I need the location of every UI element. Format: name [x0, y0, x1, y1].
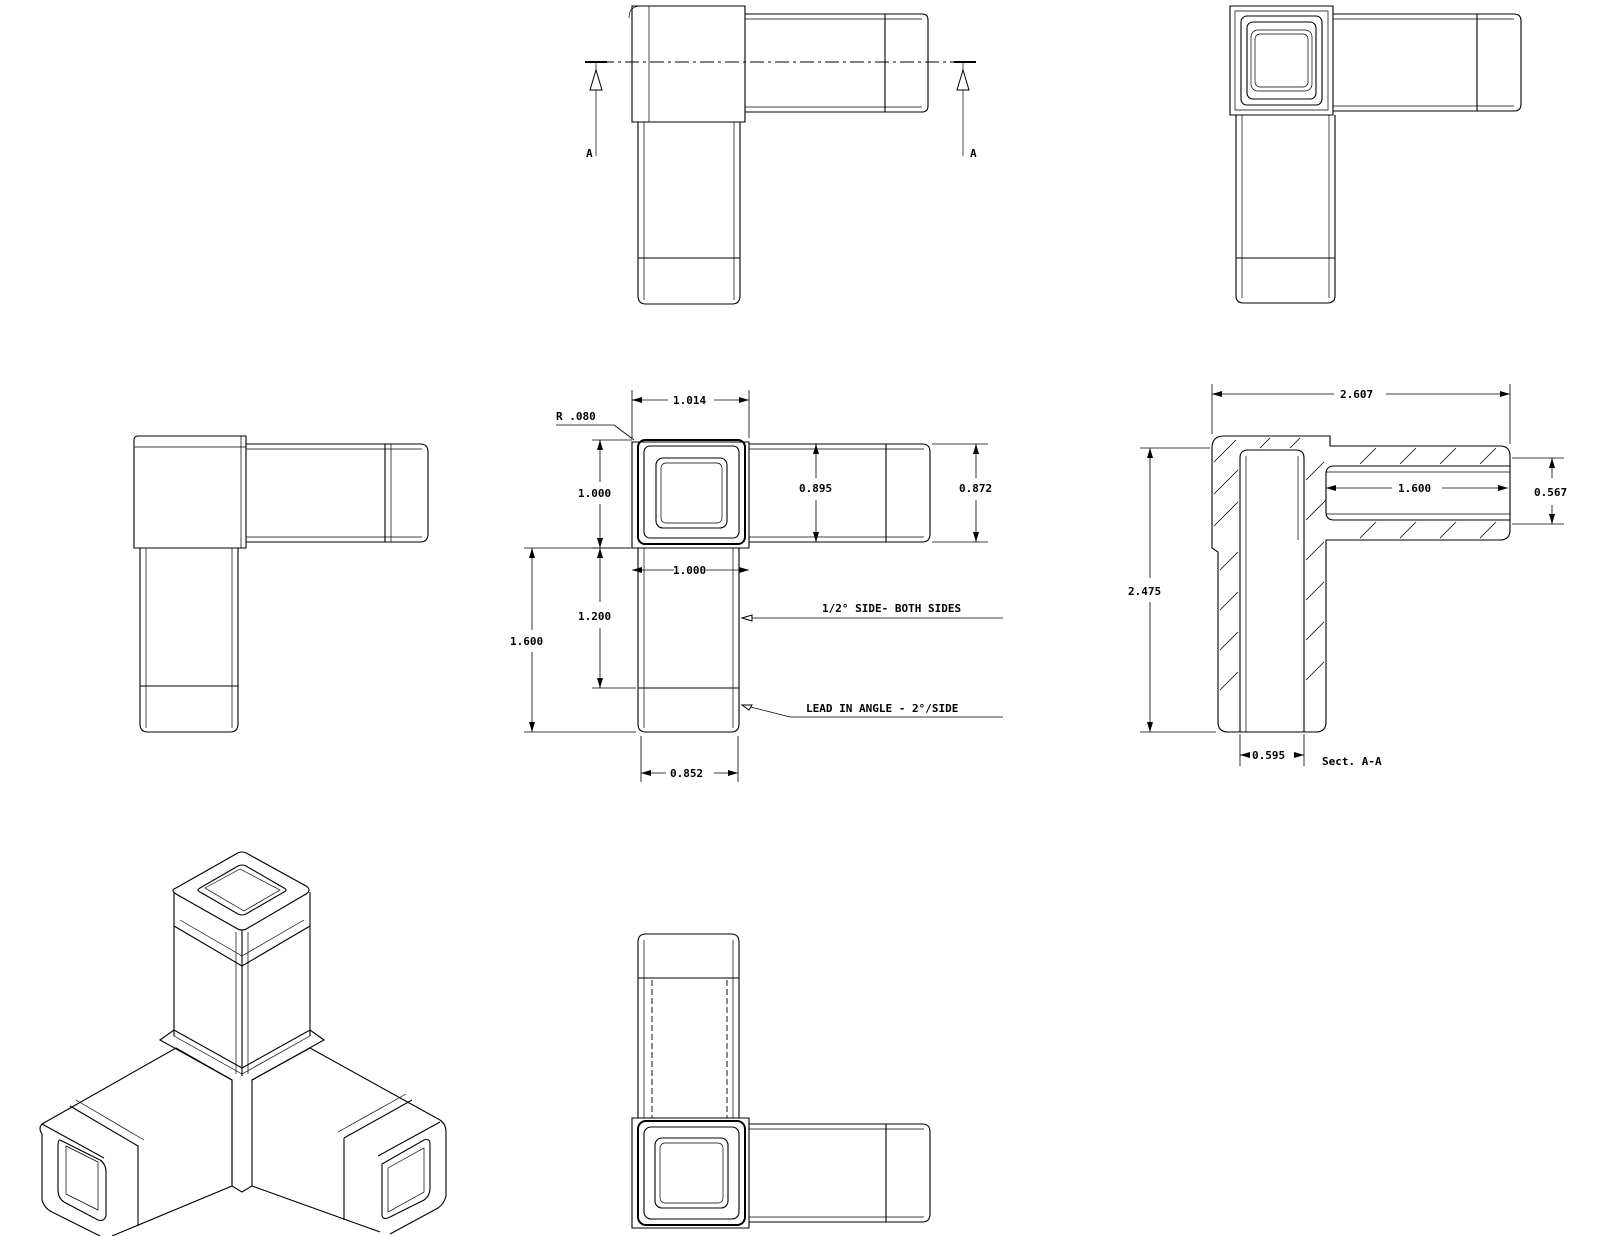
dim-section-wall: 0.595 [1252, 749, 1285, 762]
top-view-section-line: A A [585, 5, 977, 305]
dim-inner-width: 1.000 [673, 564, 706, 577]
section-marker-right: A [970, 147, 977, 160]
isometric-view [39, 851, 447, 1236]
section-label: Sect. A-A [1322, 755, 1382, 768]
side-angle-note: 1/2° SIDE- BOTH SIDES [822, 602, 961, 615]
dim-section-height: 2.475 [1128, 585, 1161, 598]
dim-body-height: 1.000 [578, 487, 611, 500]
dim-1014: 1.014 [673, 394, 706, 407]
dim-arm-outer: 0.895 [799, 482, 832, 495]
section-a-a-view: 2.607 2.475 1.600 0.567 0.595 Sect. A-A [1128, 384, 1567, 768]
section-marker-left: A [586, 147, 593, 160]
lead-angle-note: LEAD IN ANGLE - 2°/SIDE [806, 702, 958, 715]
dim-leg-end: 0.852 [670, 767, 703, 780]
dim-section-arm-height: 0.567 [1534, 486, 1567, 499]
bottom-view [631, 933, 931, 1229]
dim-arm-inner: 0.872 [959, 482, 992, 495]
dim-section-arm-length: 1.600 [1398, 482, 1431, 495]
middle-left-view [133, 435, 429, 733]
dim-section-width: 2.607 [1340, 388, 1373, 401]
dim-leg-length: 1.200 [578, 610, 611, 623]
top-right-view [1229, 5, 1522, 304]
center-dimensioned-view: 1.014 R .080 1.000 0.895 0.872 1.000 [510, 390, 1003, 782]
radius-label: R .080 [556, 410, 596, 423]
dim-total-height: 1.600 [510, 635, 543, 648]
